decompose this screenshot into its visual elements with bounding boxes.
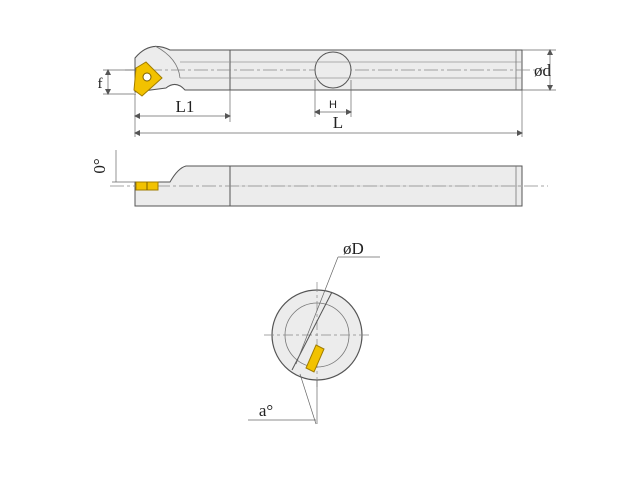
dim-H-label: H xyxy=(329,99,337,111)
a-angle-label: a° xyxy=(259,401,273,420)
insert-screw-icon xyxy=(142,72,152,82)
dim-L1-label: L1 xyxy=(176,97,195,116)
zero-angle-label: 0° xyxy=(90,158,109,173)
end-view-insert xyxy=(305,344,325,373)
end-view: øD a° xyxy=(248,239,380,425)
top-view: f L1 H L ød xyxy=(98,45,556,137)
dim-L-label: L xyxy=(333,113,343,132)
section-circle xyxy=(314,51,352,89)
dim-D-label: øD xyxy=(343,239,364,258)
dim-f-label: f xyxy=(98,76,103,92)
dim-d-label: ød xyxy=(534,61,552,80)
side-view: 0° xyxy=(90,150,548,207)
